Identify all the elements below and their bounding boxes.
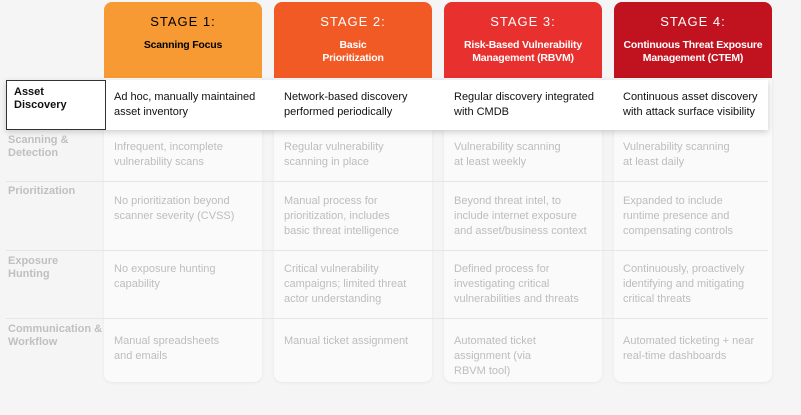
stage-4-name: Continuous Threat Exposure Management (C… xyxy=(623,39,763,64)
asset-discovery-row-highlight xyxy=(6,80,768,130)
cell-prioritization-stage-4: Expanded to include runtime presence and… xyxy=(623,195,734,237)
row-label-asset-discovery: Asset Discovery xyxy=(14,86,67,111)
cell-asset-discovery-stage-3: Regular discovery integrated with CMDB xyxy=(454,91,595,118)
stage-2-title: STAGE 2: xyxy=(320,14,386,29)
stage-2-name: Basic Prioritization xyxy=(322,39,384,64)
stage-4-title: STAGE 4: xyxy=(660,14,726,29)
stage-1-title: STAGE 1: xyxy=(150,14,216,29)
stage-2-header: STAGE 2: Basic Prioritization xyxy=(274,2,432,78)
cell-communication-stage-1: Manual spreadsheets and emails xyxy=(114,335,220,362)
cell-scanning-stage-3: Vulnerability scanning at least weekly xyxy=(454,141,561,168)
row-divider xyxy=(6,181,768,182)
cell-hunting-stage-4: Continuously, proactively identifying an… xyxy=(623,263,745,305)
asset-discovery-label-box xyxy=(6,80,106,130)
cell-asset-discovery-stage-1: Ad hoc, manually maintained asset invent… xyxy=(114,91,256,118)
row-divider xyxy=(6,250,768,251)
cell-asset-discovery-stage-4: Continuous asset discovery with attack s… xyxy=(623,91,758,118)
cell-hunting-stage-1: No exposure hunting capability xyxy=(114,263,216,290)
stage-3-name: Risk-Based Vulnerability Management (RBV… xyxy=(464,39,582,64)
stage-3-title: STAGE 3: xyxy=(490,14,556,29)
cell-scanning-stage-1: Infrequent, incomplete vulnerability sca… xyxy=(114,141,223,168)
stage-3-header: STAGE 3: Risk-Based Vulnerability Manage… xyxy=(444,2,602,78)
row-label-communication-workflow: Communication & Workflow xyxy=(8,323,103,348)
cell-communication-stage-2: Manual ticket assignment xyxy=(284,335,409,347)
cell-hunting-stage-2: Critical vulnerability campaigns; limite… xyxy=(284,263,407,305)
stage-4-header: STAGE 4: Continuous Threat Exposure Mana… xyxy=(614,2,772,78)
stage-1-name: Scanning Focus xyxy=(143,39,223,51)
cell-communication-stage-3: Automated ticket assignment (via RBVM to… xyxy=(454,335,536,377)
row-label-exposure-hunting: Exposure Hunting xyxy=(8,255,59,280)
cell-asset-discovery-stage-2: Network-based discovery performed period… xyxy=(284,91,408,118)
cell-prioritization-stage-1: No prioritization beyond scanner severit… xyxy=(114,195,235,222)
row-label-prioritization: Prioritization xyxy=(8,185,76,197)
cell-scanning-stage-2: Regular vulnerability scanning in place xyxy=(284,141,384,168)
cell-scanning-stage-4: Vulnerability scanning at least daily xyxy=(623,141,730,168)
cell-prioritization-stage-3: Beyond threat intel, to include internet… xyxy=(454,195,587,237)
stage-1-header: STAGE 1: Scanning Focus xyxy=(104,2,262,78)
row-label-scanning-detection: Scanning & Detection xyxy=(8,134,69,159)
row-divider xyxy=(6,318,768,319)
cell-prioritization-stage-2: Manual process for prioritization, inclu… xyxy=(284,195,399,237)
cell-communication-stage-4: Automated ticketing + near real-time das… xyxy=(623,335,755,362)
cell-hunting-stage-3: Defined process for investigating critic… xyxy=(454,263,579,305)
